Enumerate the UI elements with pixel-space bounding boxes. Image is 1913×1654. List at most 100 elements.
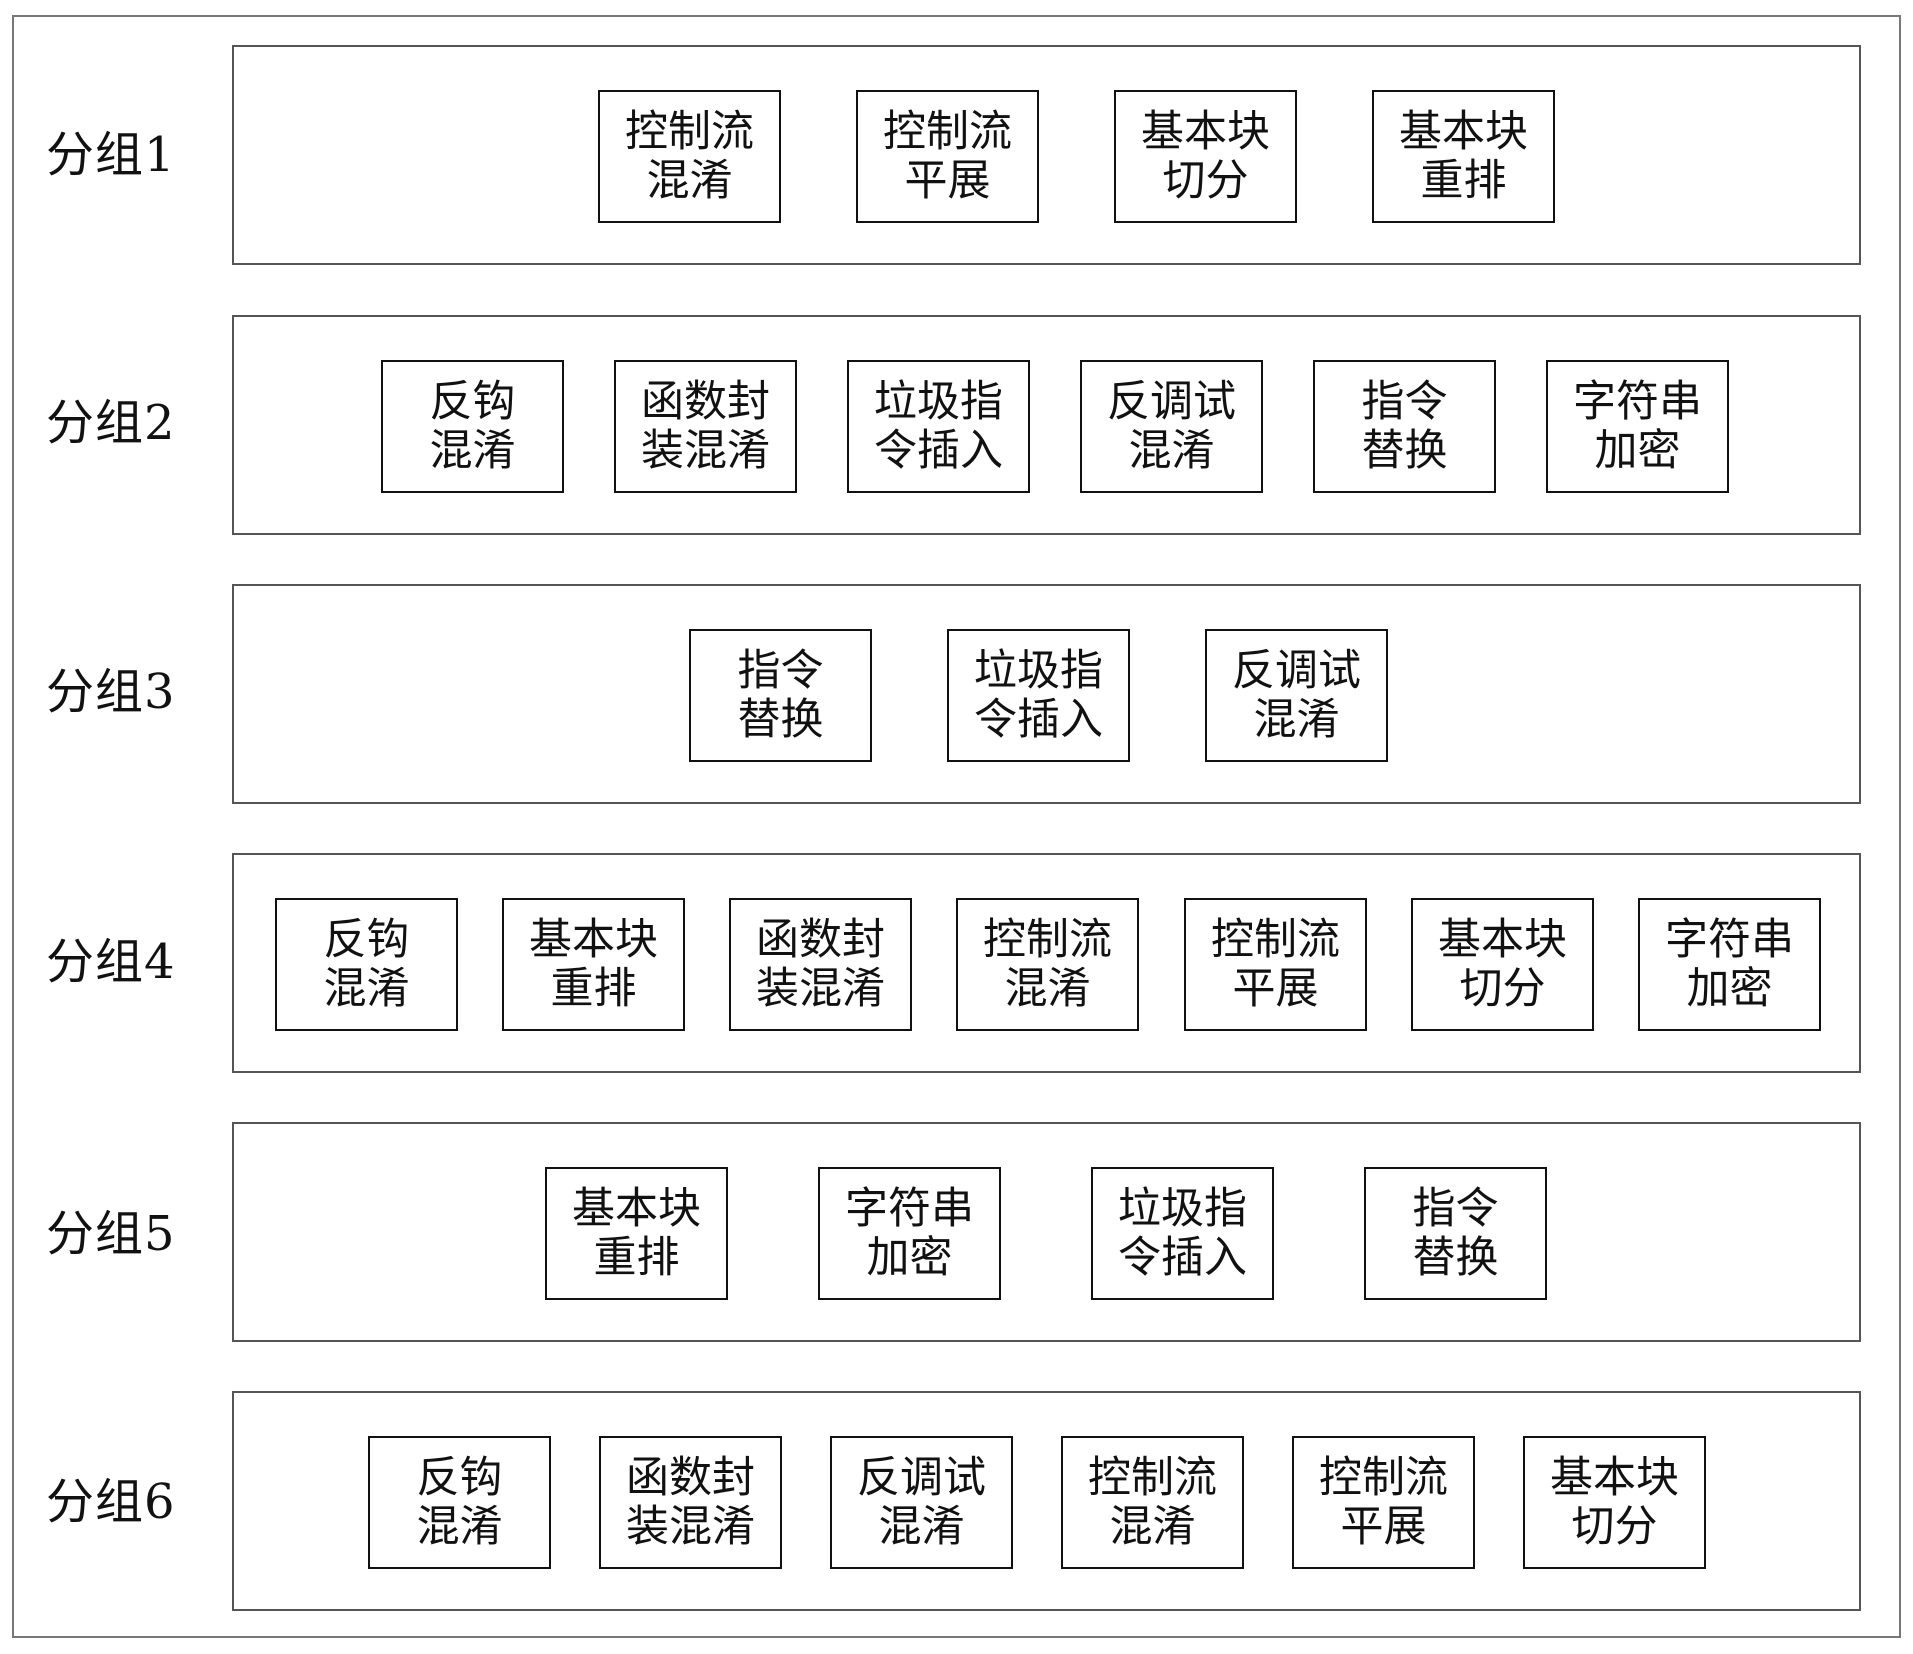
technique-label-line-2: 平展	[904, 155, 991, 206]
group-panel: 基本块重排字符串加密垃圾指令插入指令替换	[232, 1122, 1861, 1342]
technique-label-line-1: 反调试	[1107, 376, 1236, 427]
technique-box: 控制流混淆	[956, 898, 1139, 1031]
technique-label-line-2: 重排	[593, 1232, 680, 1283]
group-panel: 反钩混淆函数封装混淆垃圾指令插入反调试混淆指令替换字符串加密	[232, 315, 1861, 535]
technique-box: 控制流平展	[856, 90, 1039, 223]
technique-label-line-1: 垃圾指	[974, 645, 1103, 696]
technique-box: 控制流平展	[1292, 1436, 1475, 1569]
technique-label-line-1: 字符串	[1665, 914, 1794, 965]
technique-label-line-1: 反调试	[857, 1452, 986, 1503]
technique-label-line-1: 控制流	[1088, 1452, 1217, 1503]
technique-label-line-2: 令插入	[974, 694, 1103, 745]
group-label: 分组6	[46, 1474, 176, 1530]
technique-box: 反钩混淆	[368, 1436, 551, 1569]
technique-box: 垃圾指令插入	[947, 629, 1130, 762]
technique-label-line-2: 令插入	[874, 425, 1003, 476]
technique-label-line-1: 基本块	[1438, 914, 1567, 965]
group-panel: 反钩混淆基本块重排函数封装混淆控制流混淆控制流平展基本块切分字符串加密	[232, 853, 1861, 1073]
technique-box: 基本块切分	[1411, 898, 1594, 1031]
technique-label-line-2: 替换	[1361, 425, 1448, 476]
technique-box: 反调试混淆	[1080, 360, 1263, 493]
technique-box: 字符串加密	[818, 1167, 1001, 1300]
technique-label-line-1: 基本块	[572, 1183, 701, 1234]
technique-label-line-2: 装混淆	[756, 963, 885, 1014]
technique-label-line-2: 加密	[1594, 425, 1681, 476]
technique-label-line-1: 字符串	[845, 1183, 974, 1234]
technique-label-line-2: 加密	[1686, 963, 1773, 1014]
technique-box: 反调试混淆	[830, 1436, 1013, 1569]
technique-box: 垃圾指令插入	[1091, 1167, 1274, 1300]
technique-label-line-1: 基本块	[529, 914, 658, 965]
technique-label-line-2: 替换	[1412, 1232, 1499, 1283]
technique-label-line-2: 混淆	[1128, 425, 1215, 476]
technique-label-line-2: 混淆	[1004, 963, 1091, 1014]
technique-label-line-1: 基本块	[1399, 106, 1528, 157]
group-label: 分组1	[46, 127, 176, 183]
group-label: 分组3	[46, 664, 176, 720]
technique-label-line-1: 函数封	[756, 914, 885, 965]
technique-label-line-1: 指令	[1361, 376, 1448, 427]
technique-label-line-2: 装混淆	[626, 1501, 755, 1552]
technique-label-line-2: 混淆	[1109, 1501, 1196, 1552]
group-label: 分组2	[46, 395, 176, 451]
technique-label-line-2: 令插入	[1118, 1232, 1247, 1283]
technique-label-line-2: 替换	[737, 694, 824, 745]
technique-box: 指令替换	[689, 629, 872, 762]
technique-label-line-1: 反钩	[323, 914, 410, 965]
technique-label-line-1: 控制流	[1211, 914, 1340, 965]
technique-label-line-2: 混淆	[416, 1501, 503, 1552]
technique-label-line-1: 字符串	[1573, 376, 1702, 427]
technique-box: 基本块切分	[1523, 1436, 1706, 1569]
technique-label-line-1: 控制流	[625, 106, 754, 157]
technique-box: 控制流混淆	[1061, 1436, 1244, 1569]
technique-box: 控制流混淆	[598, 90, 781, 223]
technique-box: 基本块重排	[1372, 90, 1555, 223]
technique-box: 函数封装混淆	[614, 360, 797, 493]
technique-box: 基本块重排	[545, 1167, 728, 1300]
technique-box: 函数封装混淆	[729, 898, 912, 1031]
technique-label-line-2: 混淆	[1253, 694, 1340, 745]
technique-label-line-1: 反钩	[429, 376, 516, 427]
technique-label-line-1: 控制流	[983, 914, 1112, 965]
technique-label-line-1: 基本块	[1141, 106, 1270, 157]
technique-box: 字符串加密	[1546, 360, 1729, 493]
technique-label-line-1: 控制流	[1319, 1452, 1448, 1503]
group-panel: 反钩混淆函数封装混淆反调试混淆控制流混淆控制流平展基本块切分	[232, 1391, 1861, 1611]
technique-label-line-2: 加密	[866, 1232, 953, 1283]
group-panel: 指令替换垃圾指令插入反调试混淆	[232, 584, 1861, 804]
technique-label-line-1: 垃圾指	[874, 376, 1003, 427]
technique-label-line-2: 混淆	[323, 963, 410, 1014]
technique-label-line-1: 指令	[737, 645, 824, 696]
technique-label-line-2: 切分	[1459, 963, 1546, 1014]
technique-label-line-2: 切分	[1571, 1501, 1658, 1552]
technique-label-line-1: 指令	[1412, 1183, 1499, 1234]
technique-label-line-2: 混淆	[429, 425, 516, 476]
technique-box: 基本块重排	[502, 898, 685, 1031]
technique-label-line-1: 控制流	[883, 106, 1012, 157]
technique-label-line-1: 函数封	[626, 1452, 755, 1503]
technique-label-line-2: 平展	[1232, 963, 1319, 1014]
technique-label-line-2: 平展	[1340, 1501, 1427, 1552]
technique-box: 垃圾指令插入	[847, 360, 1030, 493]
technique-label-line-1: 基本块	[1550, 1452, 1679, 1503]
technique-label-line-2: 切分	[1162, 155, 1249, 206]
technique-box: 指令替换	[1364, 1167, 1547, 1300]
technique-box: 控制流平展	[1184, 898, 1367, 1031]
technique-box: 字符串加密	[1638, 898, 1821, 1031]
technique-label-line-2: 装混淆	[641, 425, 770, 476]
group-label: 分组4	[46, 934, 176, 990]
technique-box: 反钩混淆	[275, 898, 458, 1031]
technique-label-line-1: 垃圾指	[1118, 1183, 1247, 1234]
technique-label-line-2: 重排	[1420, 155, 1507, 206]
technique-label-line-2: 混淆	[878, 1501, 965, 1552]
technique-label-line-2: 混淆	[646, 155, 733, 206]
technique-label-line-1: 函数封	[641, 376, 770, 427]
technique-label-line-1: 反调试	[1232, 645, 1361, 696]
technique-box: 指令替换	[1313, 360, 1496, 493]
group-label: 分组5	[46, 1206, 176, 1262]
technique-label-line-2: 重排	[550, 963, 637, 1014]
technique-box: 函数封装混淆	[599, 1436, 782, 1569]
technique-label-line-1: 反钩	[416, 1452, 503, 1503]
technique-box: 基本块切分	[1114, 90, 1297, 223]
diagram-frame	[12, 15, 1901, 1638]
